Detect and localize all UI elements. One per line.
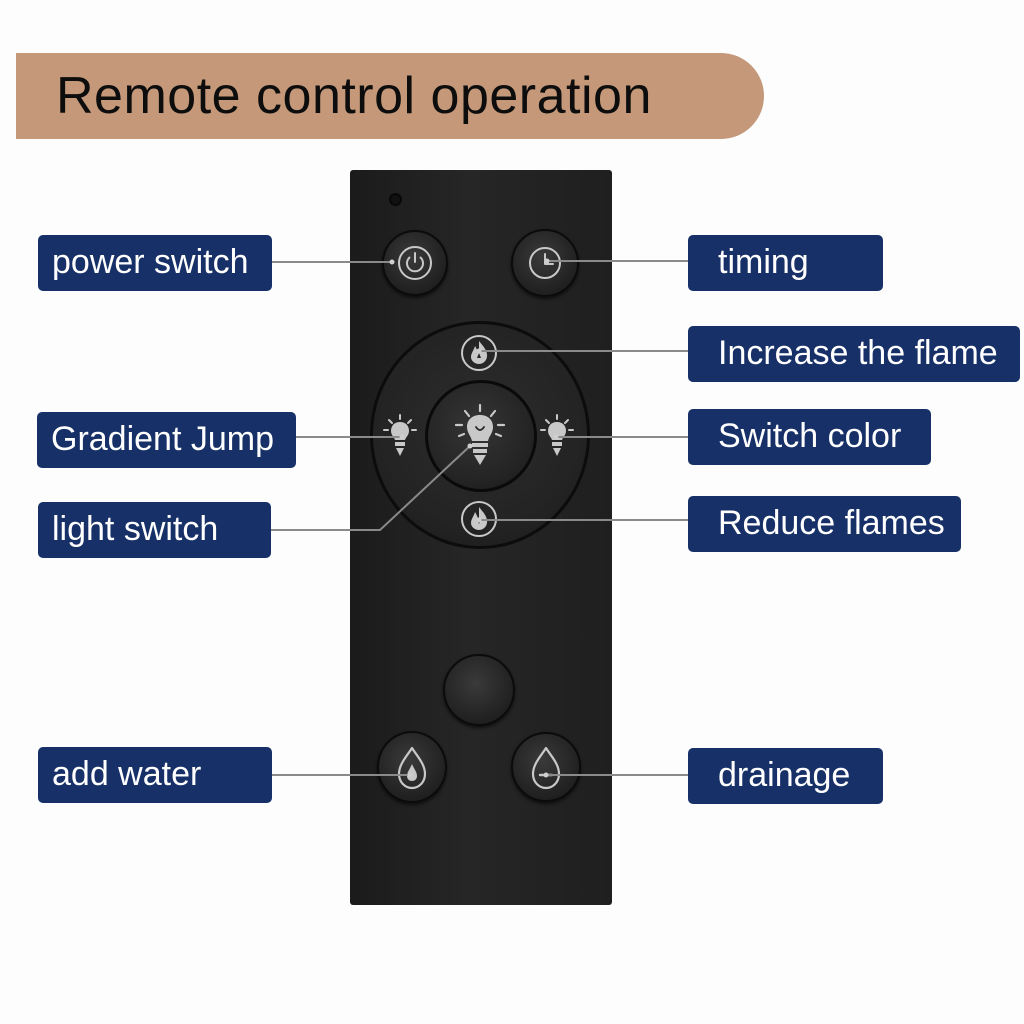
leader-light <box>271 445 471 531</box>
callout-add-water: add water <box>38 747 272 803</box>
clock-icon <box>529 247 561 279</box>
callout-light-switch: light switch <box>38 502 271 558</box>
ir-led-indicator <box>389 193 402 206</box>
callout-drainage: drainage <box>688 748 883 804</box>
bulb-icon <box>540 414 574 456</box>
callout-increase-flame: Increase the flame <box>688 326 1020 382</box>
blank-button[interactable] <box>443 654 515 726</box>
drainage-button[interactable] <box>511 732 581 802</box>
power-icon <box>398 246 432 280</box>
callout-reduce-flames: Reduce flames <box>688 496 961 552</box>
bulb-icon <box>383 414 417 456</box>
callout-timing: timing <box>688 235 883 291</box>
title-banner <box>16 53 764 139</box>
callout-gradient-jump: Gradient Jump <box>37 412 296 468</box>
bulb-icon <box>454 403 506 465</box>
page-title: Remote control operation <box>56 67 652 125</box>
callout-switch-color: Switch color <box>688 409 931 465</box>
callout-power-switch: power switch <box>38 235 272 291</box>
